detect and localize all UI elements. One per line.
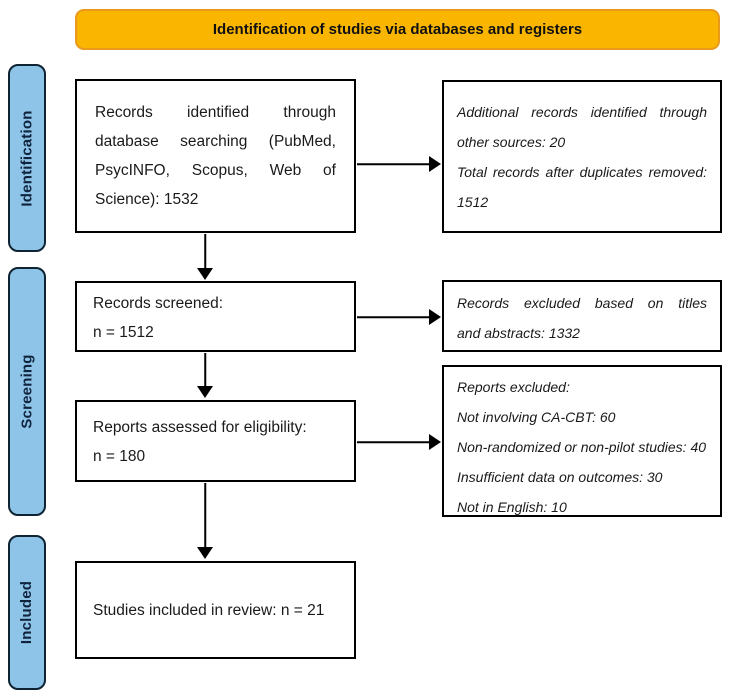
stage-label-text: Included [18, 580, 36, 645]
box-text-line: Records identified through [95, 104, 336, 121]
box-text-line: n = 1512 [93, 324, 154, 341]
right-arrow-icon [357, 309, 441, 325]
box-text-line: Studies included in review: n = 21 [93, 601, 325, 619]
box-text-line: Reports excluded: [457, 379, 570, 395]
box-text-line: other sources: 20 [457, 134, 566, 150]
box-text-line: Additional records identified through [457, 104, 707, 120]
box-text-line: Not in English: 10 [457, 499, 567, 515]
stage-label-included: Included [8, 535, 46, 690]
box-text-line: Not involving CA-CBT: 60 [457, 409, 616, 425]
stage-label-identification: Identification [8, 64, 46, 252]
box-records-identified: Records identified through database sear… [75, 79, 356, 233]
box-studies-included: Studies included in review: n = 21 [75, 561, 356, 659]
box-reports-assessed: Reports assessed for eligibility: n = 18… [75, 400, 356, 482]
box-text-line: 1512 [457, 194, 489, 210]
box-text-line: Reports assessed for eligibility: [93, 419, 307, 436]
box-text-line: n = 180 [93, 448, 146, 465]
box-text-line: Total records after duplicates removed: [457, 164, 707, 180]
right-arrow-icon [357, 434, 441, 450]
box-text-line: PsycINFO, Scopus, Web of [95, 162, 336, 179]
right-arrow-icon [357, 156, 441, 172]
stage-label-text: Screening [18, 354, 36, 429]
box-reports-excluded: Reports excluded: Not involving CA-CBT: … [442, 365, 722, 517]
down-arrow-icon [197, 234, 213, 280]
box-records-excluded: Records excluded based on titles and abs… [442, 280, 722, 352]
box-text-line: Records screened: [93, 295, 224, 312]
down-arrow-icon [197, 353, 213, 398]
box-text-line: Insufficient data on outcomes: 30 [457, 469, 663, 485]
down-arrow-icon [197, 483, 213, 559]
box-text-line: Records excluded based on titles [457, 295, 707, 311]
box-text-line: Science): 1532 [95, 191, 199, 208]
banner: Identification of studies via databases … [75, 9, 720, 50]
box-text-line: database searching (PubMed, [95, 133, 336, 150]
stage-label-screening: Screening [8, 267, 46, 516]
stage-label-text: Identification [18, 109, 36, 207]
box-text-line: and abstracts: 1332 [457, 325, 580, 341]
box-records-screened: Records screened: n = 1512 [75, 281, 356, 352]
box-text-line: Non-randomized or non-pilot studies: 40 [457, 439, 707, 455]
box-additional-records: Additional records identified through ot… [442, 80, 722, 233]
banner-title: Identification of studies via databases … [212, 21, 583, 38]
